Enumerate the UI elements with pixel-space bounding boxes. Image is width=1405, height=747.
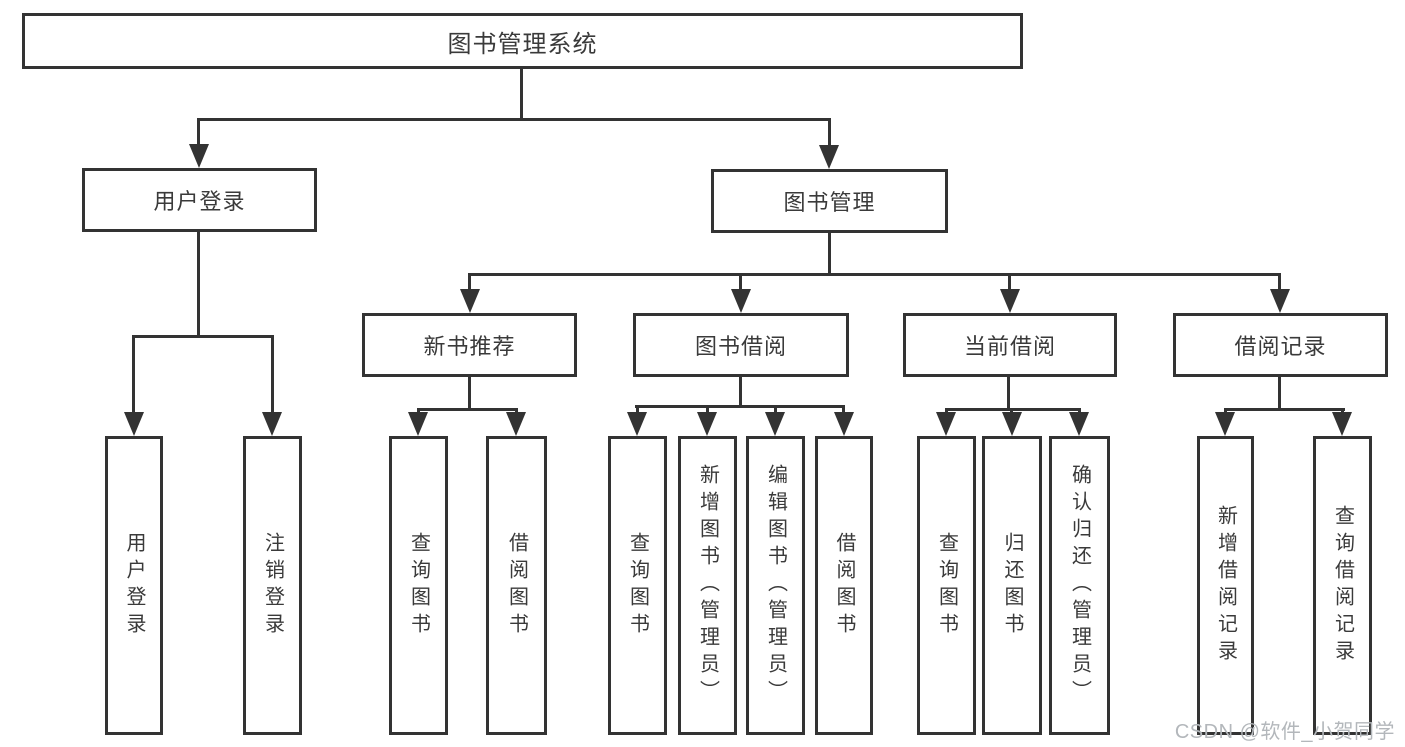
leaf-user-login: 用户登录	[105, 436, 163, 735]
leaf-add-books-admin: 新增图书（管理员）	[678, 436, 737, 735]
arrow-down-icon	[262, 412, 282, 436]
leaf-logout: 注销登录	[243, 436, 302, 735]
node-current-borrow: 当前借阅	[903, 313, 1117, 377]
connector-line	[636, 405, 639, 418]
arrow-down-icon	[189, 144, 209, 168]
leaf-borrow-books: 借阅图书	[815, 436, 873, 735]
arrow-down-icon	[1215, 412, 1235, 436]
leaf-confirm-return-admin: 确认归还（管理员）	[1049, 436, 1110, 735]
connector-line	[417, 408, 518, 411]
arrow-down-icon	[1002, 412, 1022, 436]
connector-line	[197, 232, 200, 338]
connector-line	[828, 118, 831, 148]
leaf-query-books-current: 查询图书	[917, 436, 976, 735]
arrow-down-icon	[124, 412, 144, 436]
arrow-down-icon	[408, 412, 428, 436]
connector-line	[842, 405, 845, 418]
connector-line	[635, 405, 845, 408]
leaf-query-borrow-record: 查询借阅记录	[1313, 436, 1372, 735]
arrow-down-icon	[1069, 412, 1089, 436]
connector-line	[774, 405, 777, 418]
arrow-down-icon	[697, 412, 717, 436]
connector-line	[1008, 273, 1011, 293]
connector-line	[739, 377, 742, 408]
node-borrow-records: 借阅记录	[1173, 313, 1388, 377]
leaf-return-books: 归还图书	[982, 436, 1042, 735]
arrow-down-icon	[1270, 289, 1290, 313]
connector-line	[1007, 377, 1010, 411]
connector-line	[468, 377, 471, 411]
arrow-down-icon	[627, 412, 647, 436]
connector-line	[1278, 273, 1281, 293]
connector-line	[739, 273, 742, 293]
leaf-borrow-books-recommend: 借阅图书	[486, 436, 547, 735]
arrow-down-icon	[460, 289, 480, 313]
connector-line	[828, 233, 831, 276]
connector-line	[468, 273, 471, 293]
arrow-down-icon	[765, 412, 785, 436]
arrow-down-icon	[819, 145, 839, 169]
node-root: 图书管理系统	[22, 13, 1023, 69]
connector-line	[1278, 377, 1281, 411]
connector-line	[706, 405, 709, 418]
connector-line	[132, 335, 135, 414]
arrow-down-icon	[936, 412, 956, 436]
leaf-add-borrow-record: 新增借阅记录	[1197, 436, 1254, 735]
connector-line	[468, 273, 1281, 276]
connector-line	[1224, 408, 1345, 411]
connector-line	[132, 335, 274, 338]
leaf-edit-books-admin: 编辑图书（管理员）	[746, 436, 805, 735]
node-book-management: 图书管理	[711, 169, 948, 233]
connector-line	[520, 68, 523, 118]
connector-line	[197, 118, 831, 121]
node-user-login: 用户登录	[82, 168, 317, 232]
arrow-down-icon	[1332, 412, 1352, 436]
leaf-query-books-recommend: 查询图书	[389, 436, 448, 735]
connector-line	[271, 335, 274, 414]
arrow-down-icon	[1000, 289, 1020, 313]
arrow-down-icon	[731, 289, 751, 313]
arrow-down-icon	[834, 412, 854, 436]
arrow-down-icon	[506, 412, 526, 436]
node-new-book-recommend: 新书推荐	[362, 313, 577, 377]
connector-line	[945, 408, 1081, 411]
node-book-borrow: 图书借阅	[633, 313, 849, 377]
leaf-query-books-borrow: 查询图书	[608, 436, 667, 735]
connector-line	[197, 118, 200, 148]
csdn-watermark: CSDN @软件_小贺同学	[1174, 721, 1395, 743]
